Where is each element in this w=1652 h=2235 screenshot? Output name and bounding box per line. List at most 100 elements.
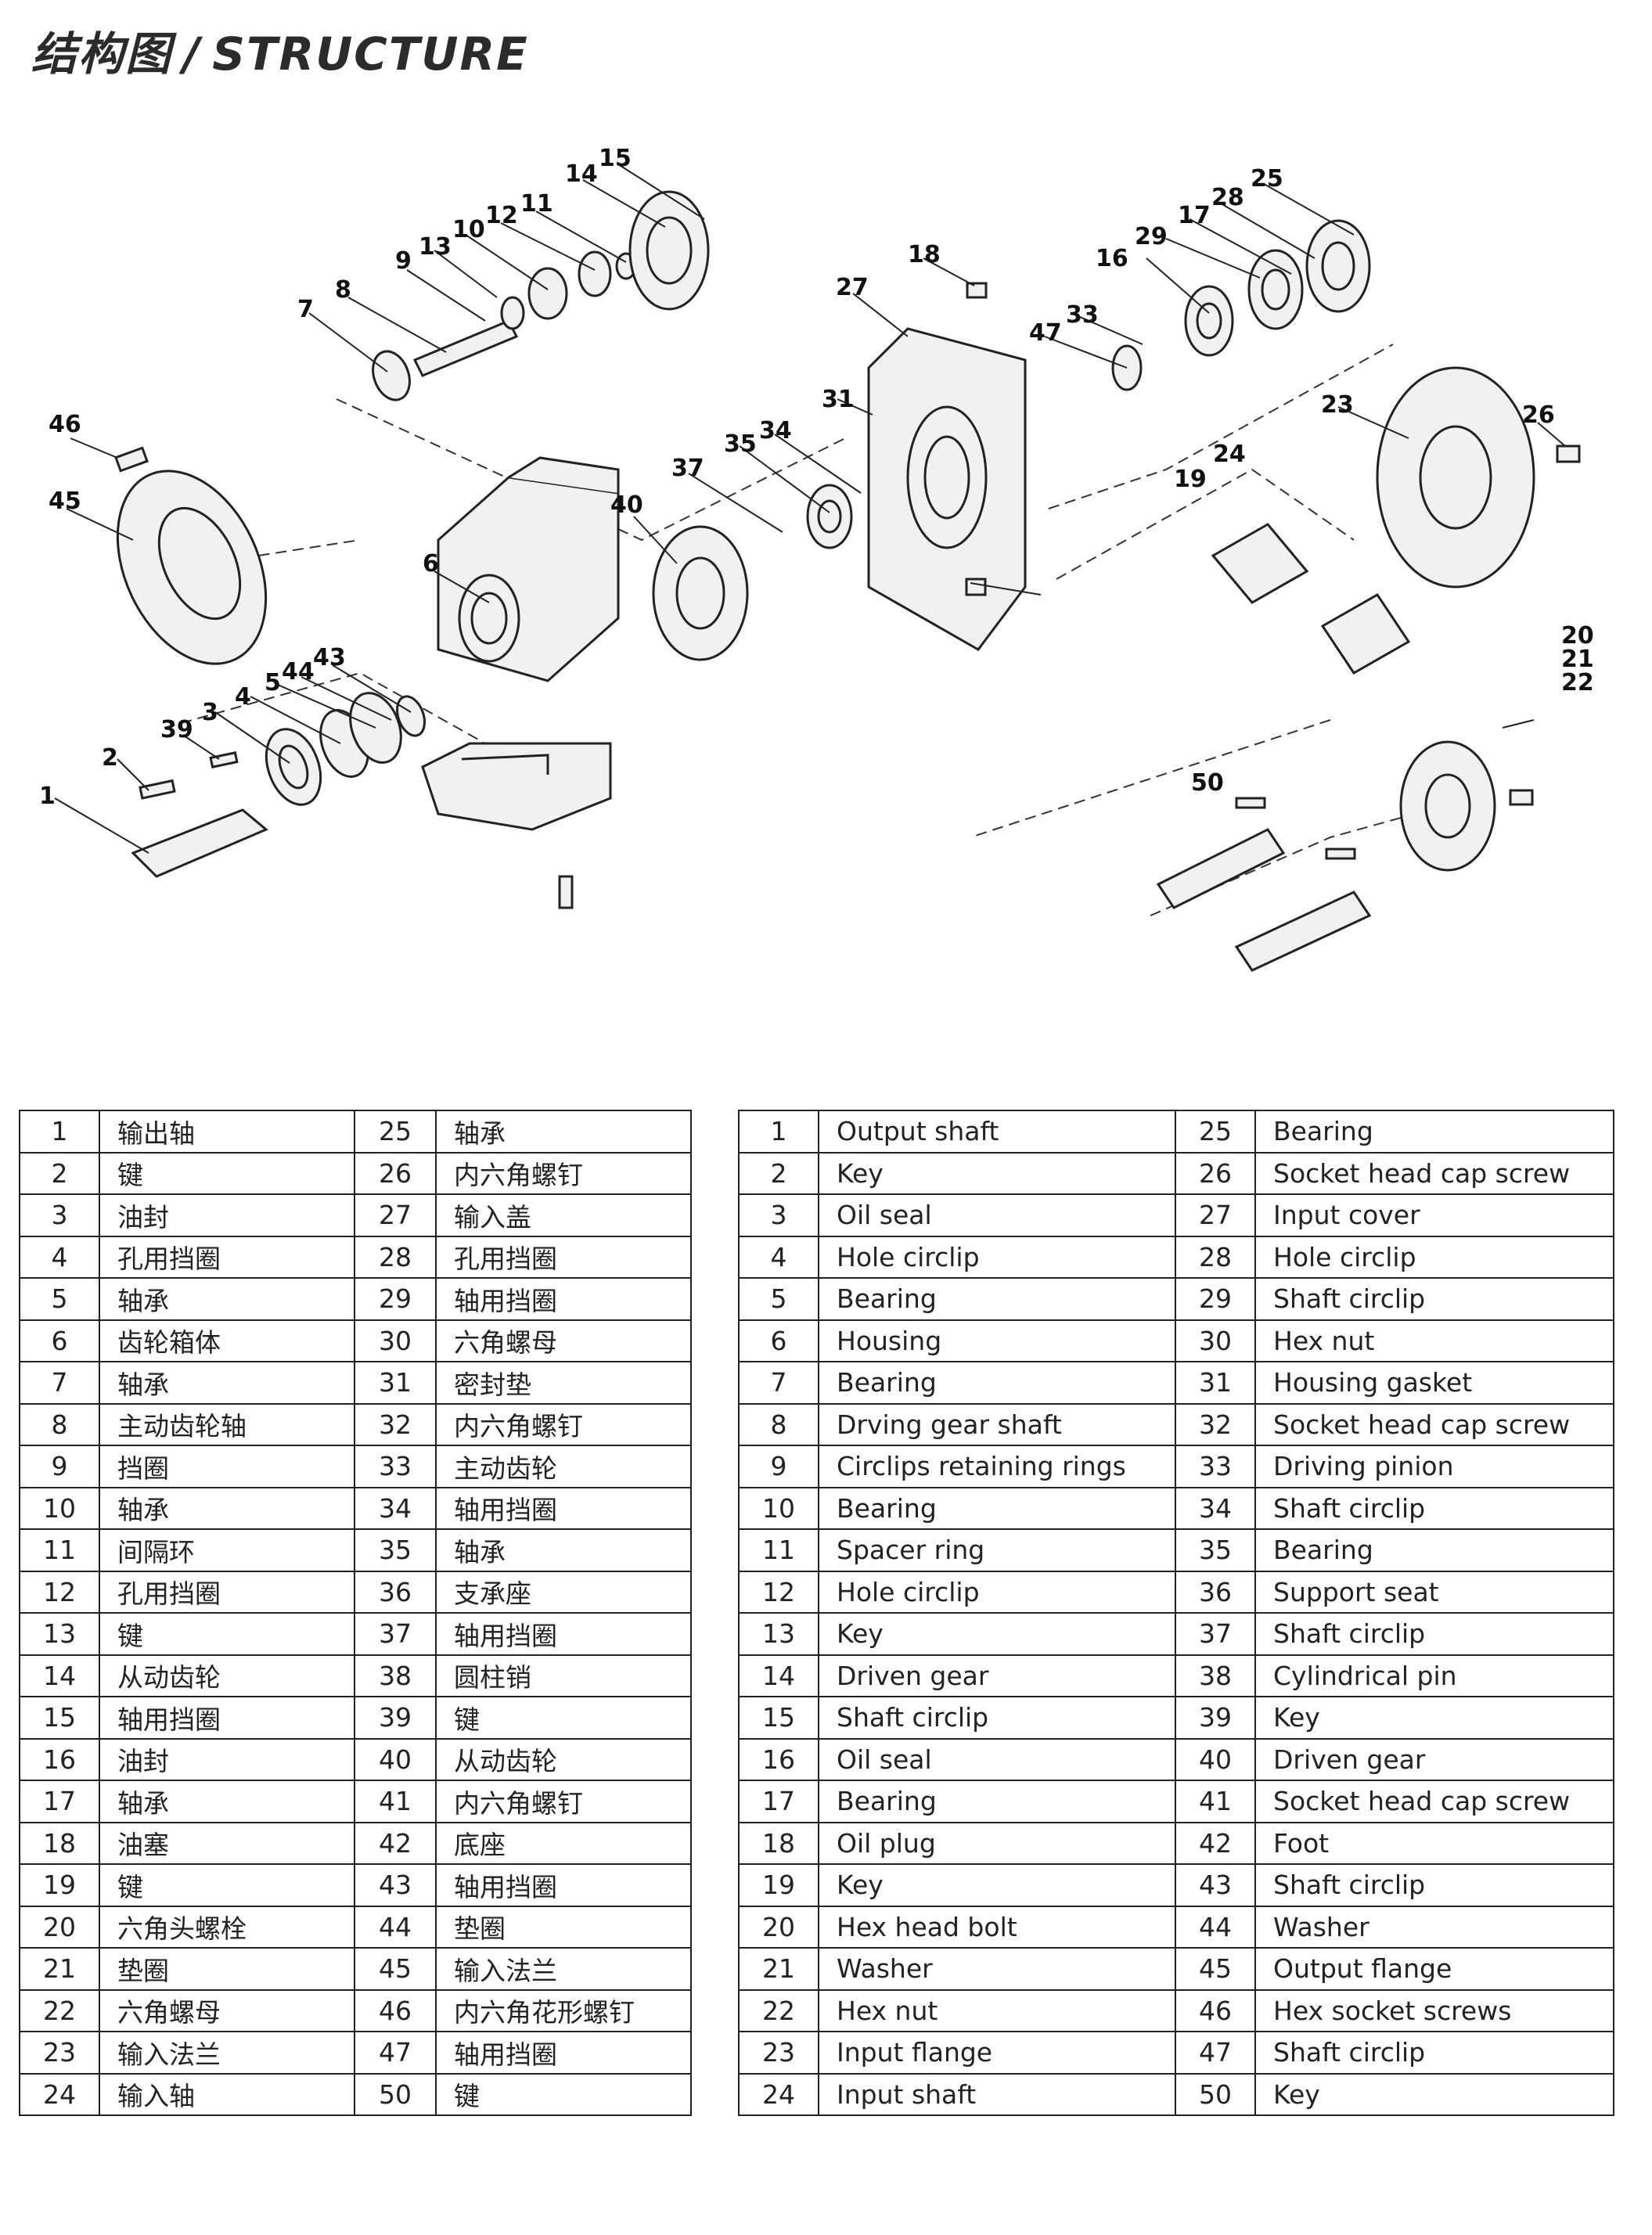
part-number-right: 43: [354, 1863, 437, 1907]
part-name-right: Hex nut: [1254, 1319, 1614, 1362]
input-cover: [867, 282, 1027, 651]
part-number-left: 3: [19, 1193, 100, 1237]
part-name-right: Foot: [1254, 1821, 1614, 1865]
part-number-right: 31: [1175, 1361, 1256, 1405]
part-number-right: 34: [1175, 1486, 1256, 1530]
callout-11: 11: [520, 190, 553, 218]
callout-31: 31: [822, 386, 855, 413]
part-number-left: 20: [19, 1905, 100, 1949]
exploded-view-diagram: 1 2 3 4 5 39 44 43 45 46 6 7 8 9 13 10 1…: [39, 145, 1594, 972]
callout-43: 43: [313, 644, 346, 671]
part-name-left: Oil seal: [818, 1193, 1176, 1237]
part-number-right: 38: [1175, 1654, 1256, 1697]
part-name-left: Housing: [818, 1319, 1176, 1362]
part-number-left: 10: [19, 1486, 100, 1530]
callout-14: 14: [565, 160, 598, 188]
callout-37: 37: [671, 455, 704, 482]
part-name-left: Input shaft: [818, 2072, 1176, 2116]
callout-46: 46: [49, 411, 81, 438]
callout-15: 15: [599, 145, 632, 172]
input-bearing-group: [1111, 219, 1371, 391]
part-name-right: Socket head cap screw: [1254, 1780, 1614, 1823]
part-number-right: 45: [354, 1947, 437, 1991]
part-name-right: 支承座: [435, 1570, 692, 1614]
part-name-left: 六角头螺栓: [99, 1905, 355, 1949]
part-name-right: Key: [1254, 2072, 1614, 2116]
part-number-right: 29: [354, 1277, 437, 1321]
part-name-left: Driven gear: [818, 1654, 1176, 1697]
part-number-left: 14: [19, 1654, 100, 1697]
part-number-right: 42: [354, 1821, 437, 1865]
part-number-left: 5: [738, 1277, 819, 1321]
part-number-right: 41: [1175, 1780, 1256, 1823]
part-number-left: 23: [738, 2031, 819, 2075]
part-number-right: 30: [354, 1319, 437, 1362]
part-name-right: Shaft circlip: [1254, 1277, 1614, 1321]
part-name-left: 齿轮箱体: [99, 1319, 355, 1362]
page-title: 结构图/STRUCTURE: [31, 17, 529, 83]
callout-12: 12: [485, 202, 518, 229]
callout-26: 26: [1522, 401, 1555, 429]
part-number-right: 27: [1175, 1193, 1256, 1237]
part-name-right: Key: [1254, 1696, 1614, 1740]
part-name-left: 轴承: [99, 1486, 355, 1530]
part-name-right: Shaft circlip: [1254, 1486, 1614, 1530]
part-number-right: 38: [354, 1654, 437, 1697]
part-name-left: Key: [818, 1612, 1176, 1656]
part-number-right: 39: [354, 1696, 437, 1740]
part-number-right: 41: [354, 1780, 437, 1823]
part-number-left: 16: [738, 1737, 819, 1781]
part-number-left: 6: [19, 1319, 100, 1362]
title-en: STRUCTURE: [212, 27, 529, 81]
part-name-right: Washer: [1254, 1905, 1614, 1949]
part-name-left: 孔用挡圈: [99, 1235, 355, 1279]
part-name-right: 输入盖: [435, 1193, 692, 1237]
part-number-right: 27: [354, 1193, 437, 1237]
part-name-left: Key: [818, 1863, 1176, 1907]
callout-2: 2: [102, 744, 118, 772]
callout-3: 3: [202, 699, 218, 726]
part-number-right: 35: [354, 1528, 437, 1572]
part-number-left: 13: [738, 1612, 819, 1656]
gearbox-housing: [437, 456, 620, 682]
part-name-left: Shaft circlip: [818, 1696, 1176, 1740]
input-shafts-upper: [1211, 523, 1411, 675]
part-name-right: 底座: [435, 1821, 692, 1865]
title-separator: /: [183, 27, 202, 81]
callout-7: 7: [297, 296, 314, 323]
part-number-left: 18: [19, 1821, 100, 1865]
part-number-right: 36: [354, 1570, 437, 1614]
part-name-left: 油封: [99, 1737, 355, 1781]
part-number-right: 34: [354, 1486, 437, 1530]
part-number-right: 33: [1175, 1445, 1256, 1488]
part-name-right: Input cover: [1254, 1193, 1614, 1237]
part-number-right: 28: [354, 1235, 437, 1279]
part-name-right: 轴用挡圈: [435, 1863, 692, 1907]
foot-base: [421, 742, 612, 909]
part-name-right: 轴用挡圈: [435, 1612, 692, 1656]
callout-16: 16: [1096, 245, 1128, 272]
part-number-left: 8: [19, 1402, 100, 1446]
part-name-left: 轴承: [99, 1780, 355, 1823]
output-shaft-assembly: [131, 692, 426, 878]
part-number-right: 47: [354, 2031, 437, 2075]
part-name-left: Washer: [818, 1947, 1176, 1991]
part-name-left: Bearing: [818, 1361, 1176, 1405]
part-number-left: 22: [738, 1988, 819, 2032]
callout-28: 28: [1211, 184, 1244, 211]
